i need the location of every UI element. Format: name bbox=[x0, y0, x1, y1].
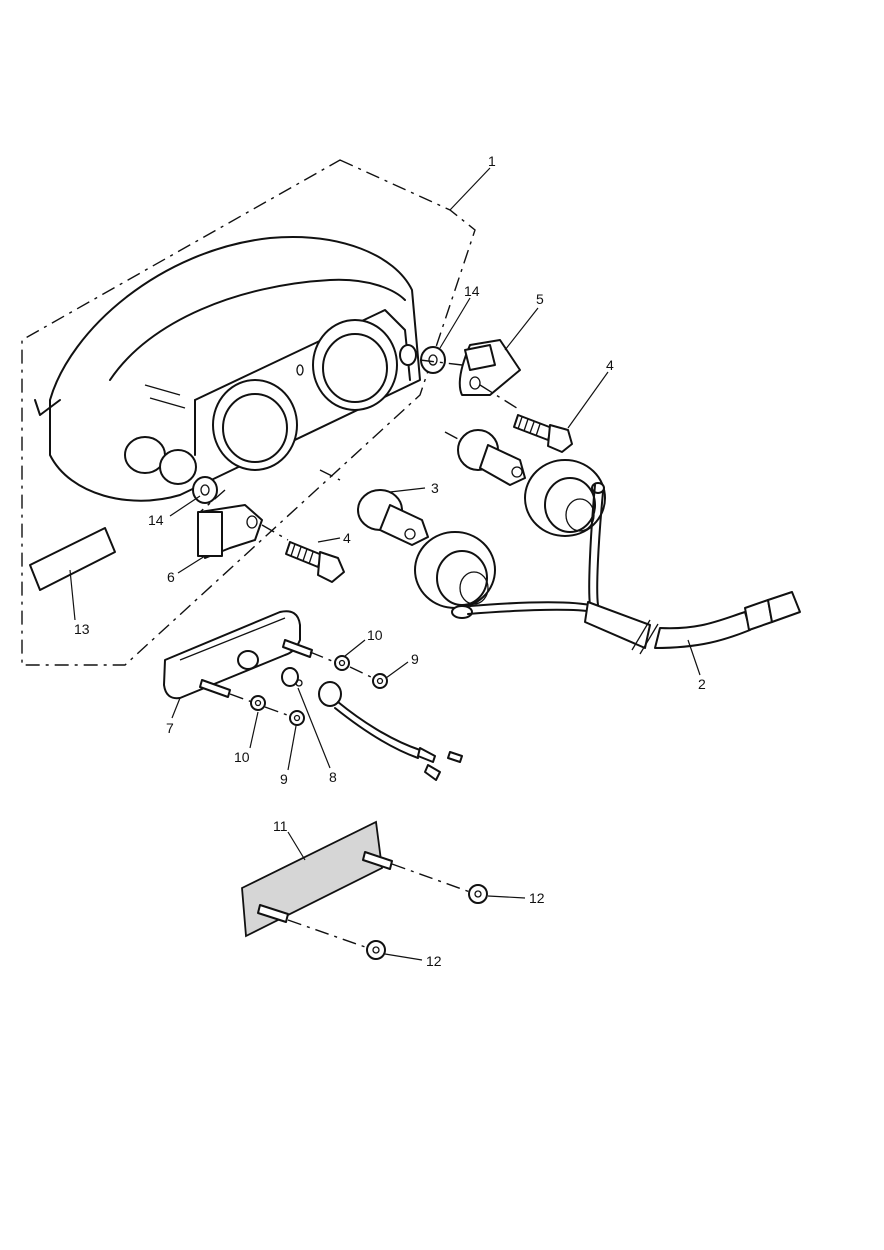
bolt-4-upper bbox=[513, 414, 573, 453]
callout-8: 8 bbox=[329, 769, 337, 785]
nut-12-upper bbox=[468, 884, 488, 904]
callout-12-upper: 12 bbox=[529, 890, 545, 906]
leader-lines bbox=[69, 167, 701, 961]
callout-13: 13 bbox=[74, 621, 90, 637]
nut-9-upper bbox=[372, 673, 388, 689]
washer-10-upper bbox=[334, 655, 350, 671]
bracket-5 bbox=[458, 339, 521, 396]
callout-5: 5 bbox=[536, 291, 544, 307]
callout-12-lower: 12 bbox=[426, 953, 442, 969]
washer-10-lower bbox=[250, 695, 266, 711]
callout-9-upper: 9 bbox=[411, 651, 419, 667]
washer-14-lower bbox=[192, 476, 218, 504]
callout-2: 2 bbox=[698, 676, 706, 692]
callouts: 1 14 5 4 3 14 4 6 13 10 9 2 7 10 9 8 11 … bbox=[74, 153, 706, 969]
callout-4-lower: 4 bbox=[343, 530, 351, 546]
socket-lower bbox=[414, 531, 496, 619]
callout-9-lower: 9 bbox=[280, 771, 288, 787]
wiring-harness-2 bbox=[467, 484, 801, 655]
callout-3: 3 bbox=[431, 480, 439, 496]
callout-14-lower: 14 bbox=[148, 512, 164, 528]
callout-14-upper: 14 bbox=[464, 283, 480, 299]
bolt-4-lower bbox=[285, 541, 345, 583]
bulb-3 bbox=[357, 489, 429, 546]
label-13 bbox=[29, 527, 116, 591]
callout-7: 7 bbox=[166, 720, 174, 736]
callout-10-lower: 10 bbox=[234, 749, 250, 765]
nut-9-lower bbox=[289, 710, 305, 726]
callout-6: 6 bbox=[167, 569, 175, 585]
washer-14-upper bbox=[420, 346, 446, 374]
assembly-boundary bbox=[21, 159, 476, 666]
plate-lamp-7 bbox=[163, 610, 313, 700]
bracket-6 bbox=[197, 504, 263, 559]
reflector-11 bbox=[241, 820, 393, 938]
socket-upper bbox=[524, 459, 606, 537]
callout-1: 1 bbox=[488, 153, 496, 169]
tail-light-housing bbox=[34, 236, 421, 502]
callout-4-upper: 4 bbox=[606, 357, 614, 373]
plate-lamp-grommet bbox=[318, 681, 463, 781]
nut-12-lower bbox=[366, 940, 386, 960]
callout-10-upper: 10 bbox=[367, 627, 383, 643]
bulb-upper bbox=[457, 429, 526, 486]
plate-bulb-8 bbox=[281, 667, 303, 687]
assembly-axes bbox=[199, 359, 521, 949]
callout-11: 11 bbox=[273, 818, 288, 834]
